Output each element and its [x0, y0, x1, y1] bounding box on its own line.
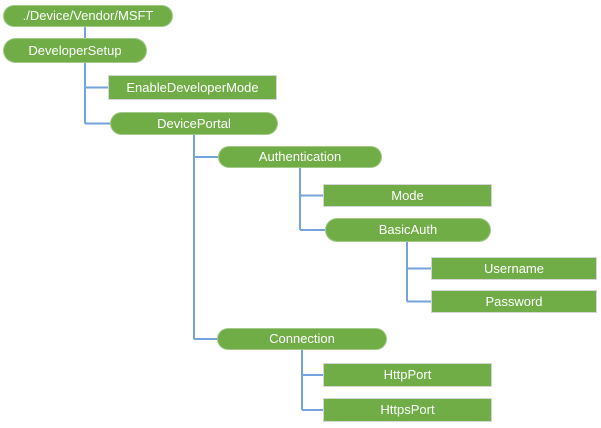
- node-httpport: HttpPort: [323, 363, 492, 387]
- node-password: Password: [431, 290, 597, 313]
- node-deviceportal: DevicePortal: [110, 112, 278, 135]
- node-msft: ./Device/Vendor/MSFT: [3, 5, 173, 27]
- node-httpsport: HttpsPort: [323, 398, 492, 422]
- node-enabledevelopermode: EnableDeveloperMode: [108, 75, 277, 100]
- node-connection: Connection: [217, 328, 387, 350]
- node-developersetup: DeveloperSetup: [3, 38, 147, 63]
- node-username: Username: [431, 257, 597, 280]
- node-basicauth: BasicAuth: [325, 218, 491, 242]
- node-mode: Mode: [323, 184, 492, 207]
- node-authentication: Authentication: [218, 146, 382, 168]
